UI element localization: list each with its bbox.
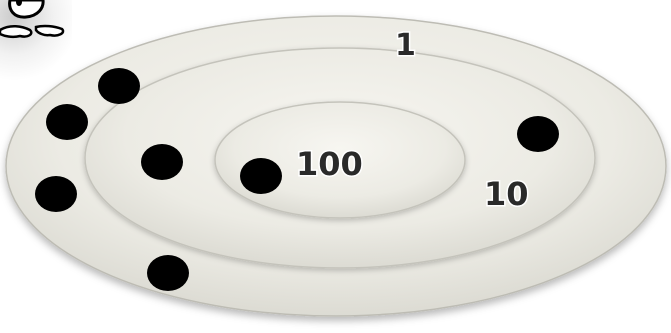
dot	[98, 68, 140, 104]
dot	[141, 144, 183, 180]
dot	[35, 176, 77, 212]
dot	[240, 158, 282, 194]
cartoon-character-icon	[0, 0, 63, 37]
outer-ring-label: 1	[395, 28, 416, 63]
middle-ring-label: 10	[484, 175, 529, 213]
dot	[517, 116, 559, 152]
dot	[46, 104, 88, 140]
inner-ring-label: 100	[296, 145, 363, 183]
dot	[147, 255, 189, 291]
